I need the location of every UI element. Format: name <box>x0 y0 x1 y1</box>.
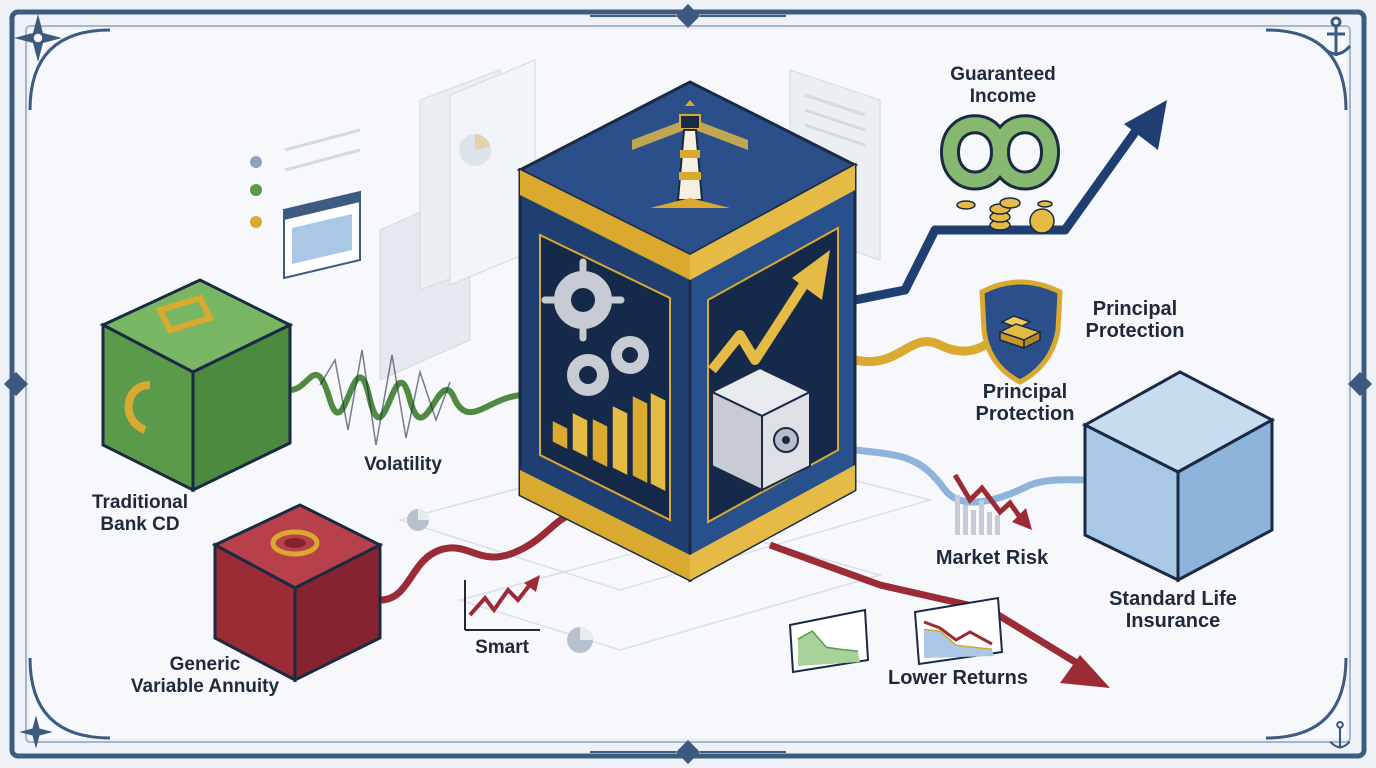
market-risk-label: Market Risk <box>935 547 1049 569</box>
smart-trend-icon <box>464 575 540 631</box>
lower-returns-flow-arrow <box>768 541 1087 671</box>
background-ui-widget <box>250 156 361 280</box>
lower-returns-label: Lower Returns <box>887 667 1029 689</box>
variable-annuity-flow-line <box>376 511 574 604</box>
lighthouse-icon <box>632 100 748 208</box>
pie-chart-icon <box>407 509 429 531</box>
anchor-icon <box>1329 720 1351 749</box>
principal-protection-shield-label: Principal Protection <box>1085 298 1185 342</box>
compass-rose-icon <box>14 14 62 62</box>
up-arrow-icon <box>1124 100 1167 150</box>
safe-icon <box>709 366 813 492</box>
standard-life-flow-line <box>851 446 1094 506</box>
bar-chart-icon <box>551 390 667 494</box>
gold-bars-icon <box>998 315 1042 350</box>
mini-chart-screen <box>788 608 870 674</box>
traditional-bank-cd-cube <box>99 278 294 493</box>
cd-symbol <box>155 294 215 334</box>
standard-life-insurance-cube <box>1081 370 1276 583</box>
volatility-flow-line <box>287 371 528 421</box>
smart-label: Smart <box>475 637 529 658</box>
volatility-label: Volatility <box>364 454 442 475</box>
compass-rose-icon <box>19 715 53 749</box>
principal-protection-flow-label: Principal Protection <box>975 381 1075 425</box>
guaranteed-income-label: Guaranteed Income <box>950 64 1056 107</box>
down-trend-icon <box>952 473 1032 535</box>
guaranteed-income-flow-arrow <box>854 122 1144 305</box>
coins-icon <box>956 197 1055 234</box>
gears-icon <box>552 269 651 398</box>
infinity-icon <box>939 114 1061 191</box>
standard-life-insurance-label: Standard Life Insurance <box>1109 588 1237 632</box>
mini-chart-screen <box>913 596 1004 666</box>
up-arrow-icon <box>708 272 815 374</box>
traditional-bank-cd-label: Traditional Bank CD <box>91 492 189 535</box>
anchor-icon <box>1320 16 1352 56</box>
generic-variable-annuity-label: Generic Variable Annuity <box>130 654 280 697</box>
pie-chart-icon <box>567 627 593 653</box>
